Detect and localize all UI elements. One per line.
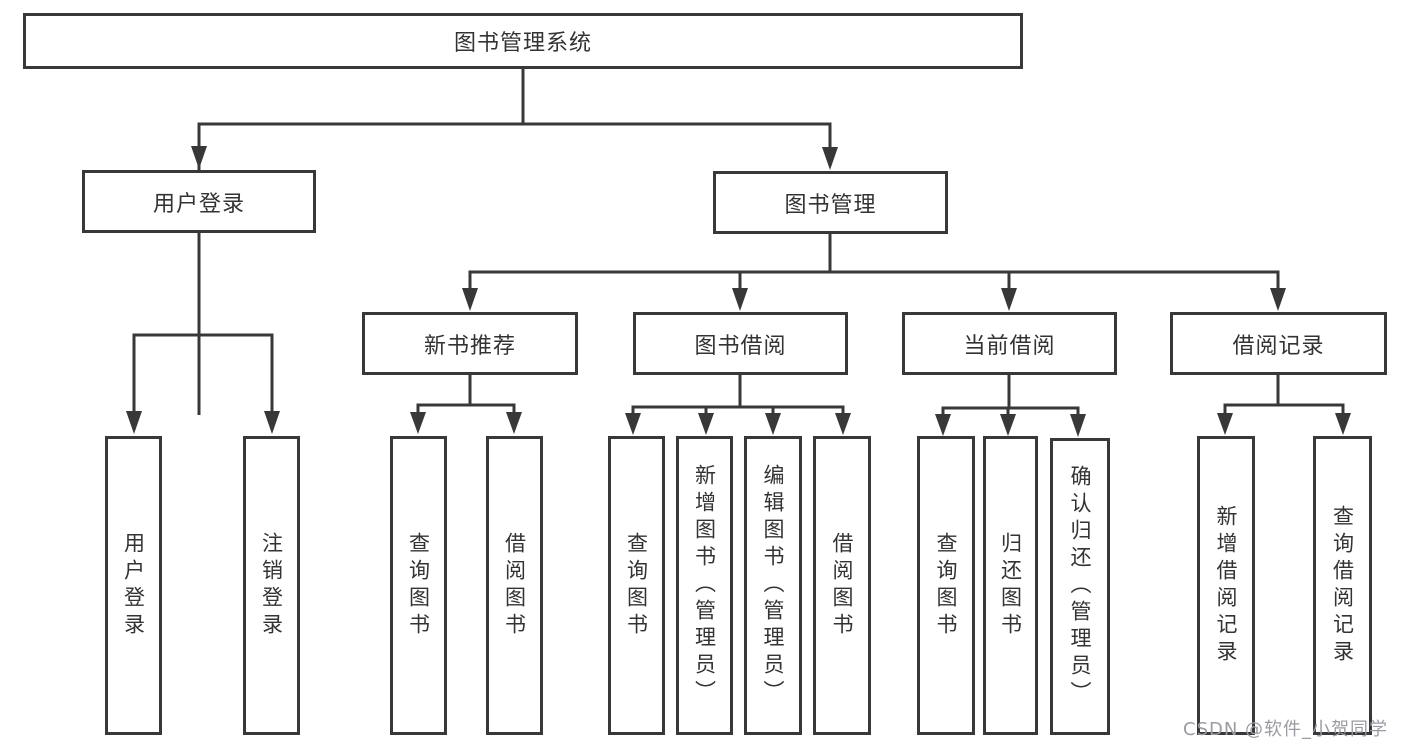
leaf-query-borrow-record: 查询借阅记录	[1313, 436, 1372, 735]
edge-new-book	[416, 375, 516, 413]
arrowhead	[698, 413, 714, 435]
node-current-borrowing: 当前借阅	[902, 312, 1117, 375]
leaf-query-books-borrowing: 查询图书	[608, 436, 665, 735]
leaf-confirm-return-admin: 确认归还（管理员）	[1050, 438, 1110, 735]
arrowhead	[732, 288, 748, 311]
leaf-user-login: 用户登录	[105, 436, 162, 735]
edge-book-management	[468, 234, 1280, 290]
node-user-login: 用户登录	[82, 170, 316, 233]
edge-book-borrowing	[631, 375, 845, 414]
leaf-add-borrow-record: 新增借阅记录	[1197, 436, 1255, 735]
arrowhead	[625, 413, 641, 435]
leaf-borrow-books-recommend: 借阅图书	[486, 436, 543, 735]
leaf-return-books: 归还图书	[983, 436, 1038, 735]
arrowhead	[191, 146, 207, 169]
node-book-management: 图书管理	[713, 171, 948, 234]
arrowhead	[822, 147, 838, 170]
arrowhead	[264, 411, 280, 434]
arrowheads	[126, 146, 1351, 437]
node-borrowing-records: 借阅记录	[1170, 312, 1387, 375]
leaf-add-book-admin: 新增图书（管理员）	[676, 436, 733, 735]
leaf-query-books-recommend: 查询图书	[390, 436, 447, 735]
edge-user-login	[132, 233, 274, 413]
arrowhead	[1070, 414, 1086, 437]
arrowhead	[506, 412, 522, 434]
node-library-management-system: 图书管理系统	[23, 13, 1023, 69]
arrowhead	[935, 414, 951, 436]
leaf-borrow-books-borrowing: 借阅图书	[813, 436, 871, 735]
node-book-borrowing: 图书借阅	[633, 312, 848, 375]
arrowhead	[1335, 413, 1351, 435]
leaf-edit-book-admin: 编辑图书（管理员）	[744, 436, 802, 735]
arrowhead	[462, 288, 478, 311]
leaf-query-books-current: 查询图书	[917, 436, 975, 735]
arrowhead	[126, 411, 142, 434]
edge-borrowing-records	[1223, 375, 1345, 414]
arrowhead	[1217, 413, 1233, 435]
edge-current-borrowing	[941, 375, 1080, 415]
arrowhead	[765, 413, 781, 435]
arrowhead	[835, 413, 851, 435]
arrowhead	[1270, 288, 1286, 311]
arrowhead	[1001, 288, 1017, 311]
edge-root	[197, 68, 832, 415]
leaf-logout: 注销登录	[243, 436, 300, 735]
tree-edges	[132, 68, 1345, 415]
node-new-book-recommend: 新书推荐	[362, 312, 578, 375]
watermark-text: CSDN @软件_小贺同学	[1183, 719, 1389, 740]
arrowhead	[1000, 414, 1016, 436]
arrowhead	[410, 412, 426, 434]
